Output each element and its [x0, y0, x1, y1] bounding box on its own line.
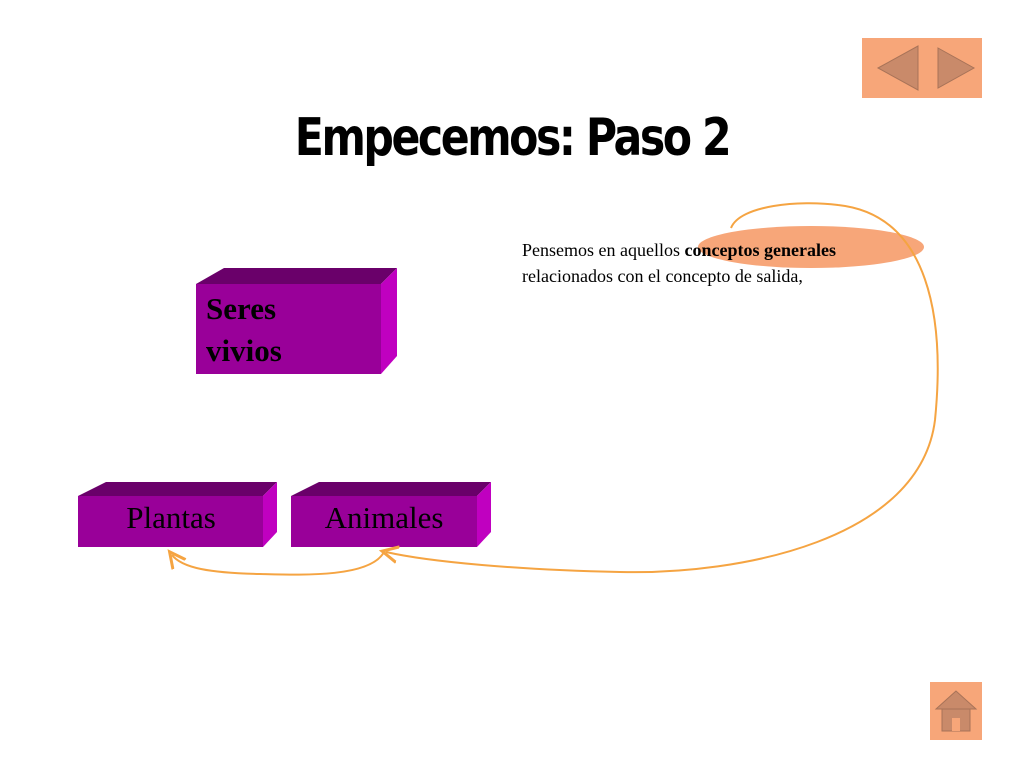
box-seres-front — [196, 284, 381, 374]
box-seres-side — [381, 268, 397, 374]
box-plantas — [78, 482, 277, 547]
box-animales-label: Animales — [324, 500, 444, 535]
highlight-ellipse — [698, 226, 924, 268]
navigation-buttons — [862, 38, 982, 98]
text-second-line: relacionados con el concepto de salida, — [522, 266, 803, 286]
box-animales-top — [291, 482, 491, 496]
box-seres-top — [196, 268, 397, 284]
box-seres-vivios — [196, 268, 397, 374]
box-animales-side — [477, 482, 491, 547]
box-animales — [291, 482, 491, 547]
box-animales-front — [291, 496, 477, 547]
arrow-concept-to-animales — [386, 202, 939, 574]
text-highlighted-concept: conceptos generales — [684, 240, 836, 260]
previous-slide-icon[interactable] — [876, 45, 919, 91]
box-plantas-label: Plantas — [126, 500, 216, 535]
next-slide-icon[interactable] — [937, 47, 976, 89]
text-intro: Pensemos en aquellos — [522, 240, 685, 260]
box-plantas-front — [78, 496, 263, 547]
box-plantas-top — [78, 482, 277, 496]
explanation-text: Pensemos en aquellos conceptos generales… — [522, 237, 942, 289]
slide-title: Empecemos: Paso 2 — [294, 108, 732, 168]
box-seres-label-line2: vivios — [206, 333, 282, 368]
home-icon — [934, 690, 978, 732]
box-seres-label-line1: Seres — [206, 291, 277, 326]
arrow-animales-to-plantas — [172, 552, 385, 576]
box-seres-label: Seres vivios — [206, 288, 376, 372]
home-button[interactable] — [930, 682, 982, 740]
box-plantas-side — [263, 482, 277, 547]
